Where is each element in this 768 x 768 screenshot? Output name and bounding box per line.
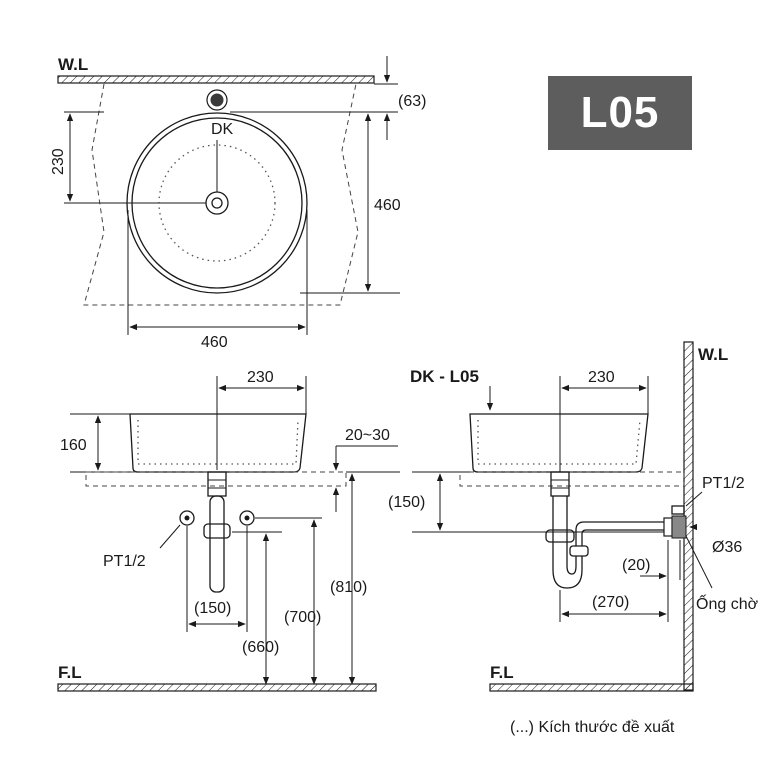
faucet-ring: [206, 89, 228, 111]
side-waste-pipe-top: [575, 521, 668, 546]
side-floor-level-label: F.L: [490, 663, 514, 682]
counter-outline: [83, 83, 359, 306]
drain-icon: [211, 197, 223, 209]
dim-63-label: (63): [398, 93, 426, 110]
side-waste-pipe-bottom: [581, 529, 668, 546]
side-model-label: DK - L05: [410, 367, 479, 386]
faucet-icon: [210, 93, 224, 107]
front-dim-150-label: (150): [194, 600, 231, 617]
front-valve-right-dot: [244, 515, 250, 521]
top-wall-strip: [57, 75, 375, 84]
side-valve-leader: [685, 491, 703, 507]
side-dim-36-label: Ø36: [712, 539, 742, 556]
front-basin-body: [129, 413, 307, 473]
side-trap-bend-inner: [566, 556, 577, 575]
front-valve-right-icon: [239, 510, 255, 526]
front-counter: [85, 471, 347, 487]
side-dim-270-label: (270): [592, 594, 629, 611]
front-drain-pipe: [209, 495, 225, 593]
dim-230-label: 230: [50, 148, 67, 175]
side-view: W.L F.L DK - L05 230 (150): [388, 341, 759, 692]
side-valve-icon: [671, 505, 685, 515]
side-drain-fitting: [550, 471, 570, 497]
front-floor-level-label: F.L: [58, 663, 82, 682]
side-wall-pipe-label: Ống chờ: [696, 593, 759, 613]
side-floor-strip: [489, 683, 694, 692]
side-wall-pipe-leader: [685, 535, 713, 589]
side-dim-20-label: (20): [622, 557, 650, 574]
side-valve-label: PT1/2: [702, 475, 745, 492]
front-valve-left-dot: [184, 515, 190, 521]
front-trap-nut: [203, 523, 231, 539]
top-wall-level-label: W.L: [58, 55, 88, 74]
model-badge: L05: [548, 76, 692, 150]
front-dim-230-label: 230: [247, 369, 274, 386]
dim-460-width-label: 460: [201, 334, 228, 351]
front-drain-fitting: [207, 471, 227, 497]
front-basin-bowl: [137, 419, 299, 465]
side-dim-150-label: (150): [388, 494, 425, 511]
drain-ring: [205, 191, 229, 215]
front-view: 230 160 20~30 PT1/2 (150): [57, 369, 400, 692]
side-wall-pipe-stub: [671, 515, 687, 539]
top-view: W.L DK (63) 460 230 460: [50, 55, 426, 351]
footnote: (...) Kích thước đề xuất: [510, 719, 675, 736]
dim-460-depth-label: 460: [374, 197, 401, 214]
side-wall-flange: [663, 517, 673, 537]
front-dim-660-label: (660): [242, 639, 279, 656]
brand-mark: DK: [211, 121, 234, 138]
front-dim-810-label: (810): [330, 579, 367, 596]
front-valve-left-icon: [179, 510, 195, 526]
front-dim-2030-label: 20~30: [345, 427, 390, 444]
side-trap-nut: [569, 545, 589, 557]
side-basin-body: [469, 413, 649, 473]
side-counter: [459, 471, 685, 487]
side-trap-slip-nut: [545, 529, 575, 543]
front-dim-700-label: (700): [284, 609, 321, 626]
side-dim-230-label: 230: [588, 369, 615, 386]
front-valve-label: PT1/2: [103, 553, 146, 570]
front-dim-160-label: 160: [60, 437, 87, 454]
front-valve-leader: [159, 524, 181, 549]
side-trap-bend-outer: [552, 556, 583, 589]
side-basin-bowl: [477, 419, 641, 465]
front-floor-strip: [57, 683, 377, 692]
side-wall-level-label: W.L: [698, 345, 728, 364]
